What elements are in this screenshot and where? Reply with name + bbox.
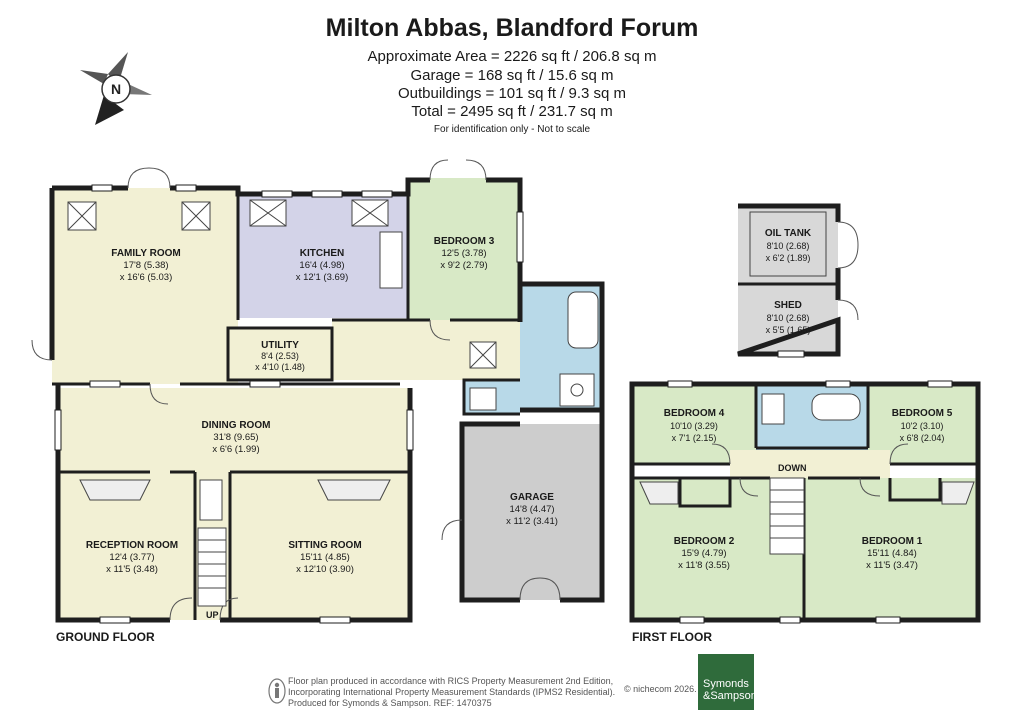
total-area: Total = 2495 sq ft / 231.7 sq m [411,103,613,120]
compass-icon: N [80,52,152,125]
stairs-down-label: DOWN [778,463,807,473]
oil-tank-outline [749,211,827,277]
first-floor-doors [711,443,909,497]
ground-floor-walls [49,177,605,623]
ground-floor-windows [54,184,524,624]
landing-floor [730,450,890,478]
copyright-text: © nichecom 2026. [624,684,697,694]
first-floor-windows [667,380,953,624]
utility-floor [228,328,332,380]
identification-note: For identification only - Not to scale [433,124,591,135]
footer-text: Floor plan produced in accordance with R… [288,676,616,708]
outbuildings-floor [738,206,838,354]
garage-area: Garage = 168 sq ft / 15.6 sq m [410,67,614,84]
first-floor-label: FIRST FLOOR [632,630,712,644]
first-stairs-treads [770,489,804,539]
first-floor-fixtures [639,393,975,555]
approximate-area: Approximate Area = 2226 sq ft / 206.8 sq… [367,48,657,65]
ground-floor-label: GROUND FLOOR [56,630,155,644]
stairs-up-label: UP [206,610,219,620]
page-title: Milton Abbas, Blandford Forum [325,14,699,42]
symonds-sampson-logo: Symonds &Sampson [698,654,757,710]
first-floor-walls [629,381,981,623]
outbuildings-area: Outbuildings = 101 sq ft / 9.3 sq m [397,85,627,102]
ground-floor-inner-walls [52,194,520,620]
bedroom3-floor [408,178,520,320]
dining-room-floor [58,388,410,472]
garage-floor [462,424,602,600]
ground-floor-fixtures [67,199,599,607]
person-icon [268,678,286,704]
ground-floor-doors [31,159,561,621]
compass-letter: N [111,81,121,97]
ground-stairs-treads [198,539,226,589]
